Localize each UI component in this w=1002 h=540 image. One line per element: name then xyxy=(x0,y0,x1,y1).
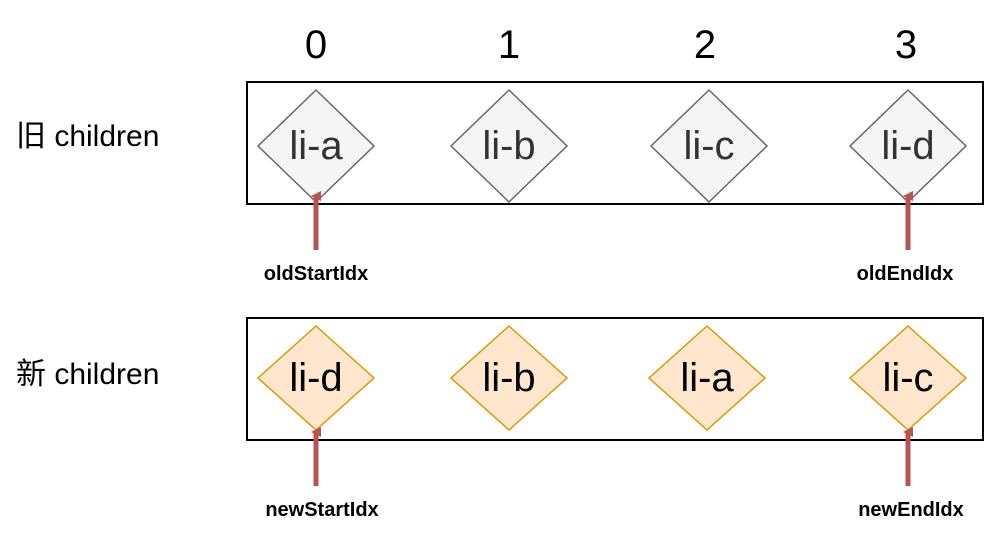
old-node-2[interactable]: li-c xyxy=(649,88,769,204)
new-node-0[interactable]: li-d xyxy=(256,324,376,432)
node-label: li-c xyxy=(683,124,734,168)
node-label: li-a xyxy=(289,124,343,168)
index-1: 1 xyxy=(498,23,520,67)
new-node-2[interactable]: li-a xyxy=(647,324,767,432)
index-0: 0 xyxy=(305,23,327,67)
node-label: li-d xyxy=(289,356,342,400)
node-label: li-a xyxy=(680,356,734,400)
new-node-1[interactable]: li-b xyxy=(449,324,569,432)
node-label: li-c xyxy=(882,356,933,400)
old-node-0[interactable]: li-a xyxy=(256,88,376,204)
index-header: 0 1 2 3 xyxy=(305,23,917,67)
index-3: 3 xyxy=(895,23,917,67)
diamond-shape-icon xyxy=(647,324,767,432)
diamond-shape-icon xyxy=(649,88,769,204)
index-2: 2 xyxy=(694,23,716,67)
diamond-shape-icon xyxy=(449,324,569,432)
old-node-3[interactable]: li-d xyxy=(848,88,968,204)
new-start-idx-label: newStartIdx xyxy=(265,499,378,521)
old-node-1[interactable]: li-b xyxy=(449,88,569,204)
old-children-label: 旧 children xyxy=(16,120,159,153)
diamond-shape-icon xyxy=(449,88,569,204)
node-label: li-d xyxy=(881,124,934,168)
node-label: li-b xyxy=(482,124,535,168)
old-start-idx-label: oldStartIdx xyxy=(264,263,368,285)
node-label: li-b xyxy=(482,356,535,400)
old-end-idx-label: oldEndIdx xyxy=(857,263,954,285)
new-node-3[interactable]: li-c xyxy=(848,324,968,432)
new-children-label: 新 children xyxy=(16,358,159,391)
new-end-idx-label: newEndIdx xyxy=(858,499,964,521)
